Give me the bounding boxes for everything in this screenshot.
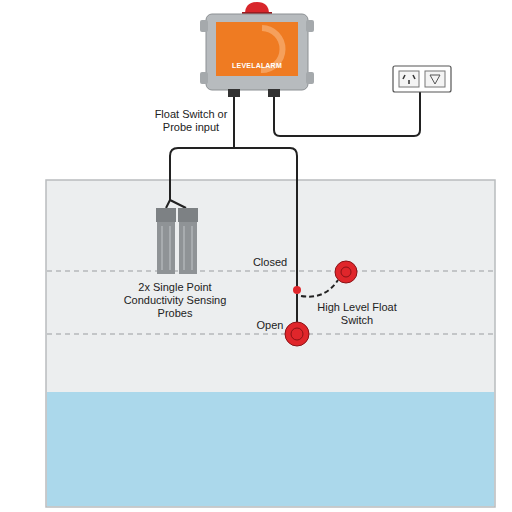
open-level-line (47, 334, 494, 335)
level-label: Closed (248, 256, 292, 269)
tank (46, 180, 495, 507)
power-outlet (393, 66, 451, 92)
brand-logo: LEVELALARM (232, 62, 282, 69)
probe-label: 2x Single Point Conductivity Sensing Pro… (120, 281, 230, 320)
water (47, 392, 494, 506)
input-label: Float Switch or Probe input (143, 108, 239, 134)
probe-cable-split (166, 200, 186, 208)
closed-level-line (47, 271, 494, 272)
conductivity-probes (156, 208, 198, 274)
level-label: Open (248, 319, 292, 332)
power-cable (274, 92, 420, 136)
float-label: High Level Float Switch (315, 301, 399, 327)
alarm-unit (200, 2, 314, 97)
alarm-panel: LEVELALARM (216, 22, 298, 76)
